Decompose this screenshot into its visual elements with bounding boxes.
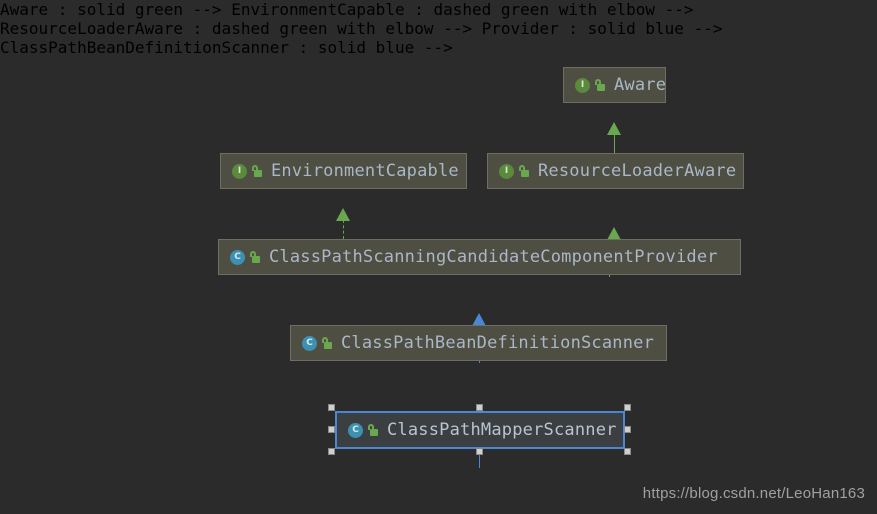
interface-icon: I <box>575 77 590 93</box>
watermark-text: https://blog.csdn.net/LeoHan163 <box>642 485 865 502</box>
interface-icon: I <box>232 163 247 179</box>
node-label: Aware <box>614 74 667 95</box>
edge-arrowhead <box>472 313 486 326</box>
node-label: ClassPathScanningCandidateComponentProvi… <box>269 246 718 267</box>
class-icon: C <box>230 249 245 265</box>
node-label: EnvironmentCapable <box>271 160 459 181</box>
public-lock-icon <box>321 337 332 349</box>
edge-arrowhead <box>336 208 350 221</box>
public-lock-icon <box>367 424 378 436</box>
resize-handle-middle-right[interactable] <box>624 426 631 433</box>
node-icons: I <box>499 163 529 179</box>
node-resource-loader-aware[interactable]: I ResourceLoaderAware <box>487 153 744 189</box>
resize-handle-bottom-left[interactable] <box>328 448 335 455</box>
resize-handle-bottom-center[interactable] <box>476 448 483 455</box>
class-icon: C <box>302 335 317 351</box>
resize-handle-bottom-right[interactable] <box>624 448 631 455</box>
node-classpath-scanning-candidate-component-provider[interactable]: C ClassPathScanningCandidateComponentPro… <box>218 239 741 275</box>
node-environment-capable[interactable]: I EnvironmentCapable <box>220 153 467 189</box>
class-icon: C <box>348 422 363 438</box>
node-icons: C <box>230 249 260 265</box>
node-label: ClassPathMapperScanner <box>387 419 617 440</box>
node-classpath-bean-definition-scanner[interactable]: C ClassPathBeanDefinitionScanner <box>290 325 667 361</box>
resize-handle-top-left[interactable] <box>328 404 335 411</box>
interface-icon: I <box>499 163 514 179</box>
node-icons: I <box>575 77 605 93</box>
node-icons: I <box>232 163 262 179</box>
public-lock-icon <box>594 79 605 91</box>
node-icons: C <box>348 422 378 438</box>
edge-arrowhead <box>607 122 621 135</box>
node-icons: C <box>302 335 332 351</box>
node-classpath-mapper-scanner[interactable]: C ClassPathMapperScanner <box>335 411 625 449</box>
node-label: ResourceLoaderAware <box>538 160 737 181</box>
public-lock-icon <box>251 165 262 177</box>
public-lock-icon <box>518 165 529 177</box>
public-lock-icon <box>249 251 260 263</box>
node-label: ClassPathBeanDefinitionScanner <box>341 332 655 353</box>
node-aware[interactable]: I Aware <box>563 67 666 103</box>
edge-line-upper <box>343 220 344 239</box>
resize-handle-middle-left[interactable] <box>328 426 335 433</box>
edge-arrowhead <box>607 227 621 240</box>
resize-handle-top-center[interactable] <box>476 404 483 411</box>
resize-handle-top-right[interactable] <box>624 404 631 411</box>
